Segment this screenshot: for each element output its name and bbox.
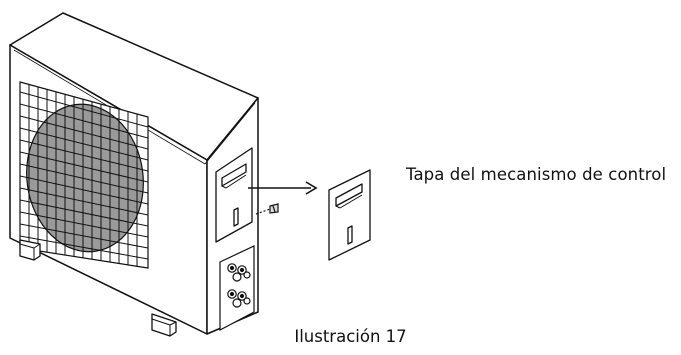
removal-arrow [248,181,318,195]
left-foot [19,239,41,261]
screw-tab [233,207,239,227]
cover-tab [347,225,353,245]
valve-icon [227,263,251,282]
cover-handle-slot [335,183,363,207]
unit-feet [19,239,177,337]
control-cover-label: Tapa del mecanismo de control [406,165,667,184]
screw-icon [255,203,279,215]
handle-slot [221,163,247,187]
valve-panel [219,245,255,331]
control-cover [328,169,371,261]
control-recess [215,147,253,243]
figure-caption: Ilustración 17 [294,327,407,346]
valve-icon-lower [227,289,251,308]
